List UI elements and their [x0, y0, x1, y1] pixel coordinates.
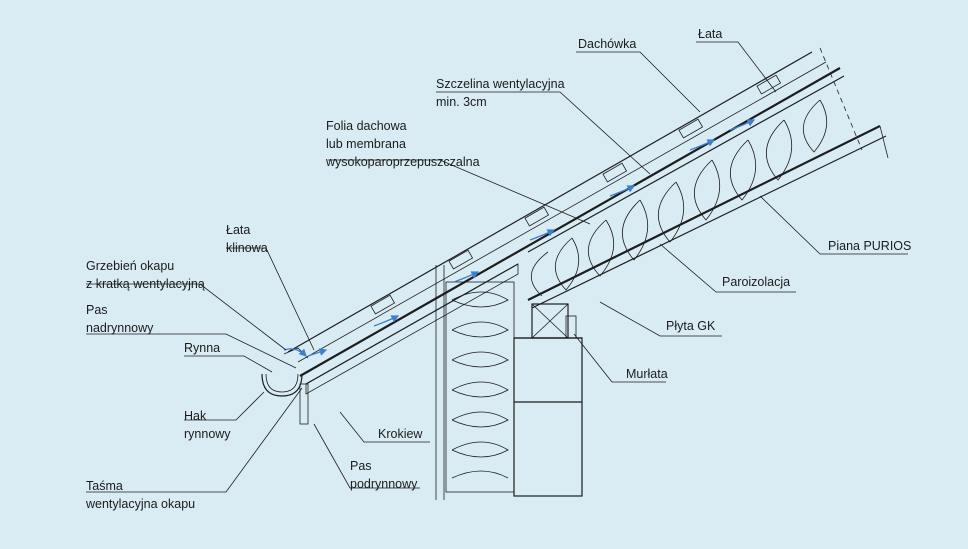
label-tasma-1: Taśma	[86, 479, 123, 493]
label-pas-nad-2: nadrynnowy	[86, 321, 154, 335]
label-hak-2: rynnowy	[184, 427, 231, 441]
leader-lines	[86, 41, 908, 493]
labels: Łata Dachówka Szczelina wentylacyjna min…	[85, 27, 911, 511]
label-folia-1: Folia dachowa	[326, 119, 407, 133]
label-murlata: Murłata	[626, 367, 668, 381]
roof-layers	[261, 47, 889, 425]
label-pas-pod-2: podrynnowy	[350, 477, 418, 491]
label-lata-klinowa-1: Łata	[226, 223, 250, 237]
label-rynna: Rynna	[184, 341, 220, 355]
label-hak-1: Hak	[184, 409, 207, 423]
label-paroizolacja: Paroizolacja	[722, 275, 790, 289]
label-lata-top: Łata	[698, 27, 722, 41]
label-lata-klinowa-2: klinowa	[226, 241, 268, 255]
label-grzebien-2: z kratką wentylacyjną	[86, 277, 205, 291]
label-grzebien-1: Grzebień okapu	[86, 259, 174, 273]
label-szczelina-1: Szczelina wentylacyjna	[436, 77, 565, 91]
label-szczelina-2: min. 3cm	[436, 95, 487, 109]
label-dachowka: Dachówka	[578, 37, 636, 51]
ventilation-arrows	[283, 119, 756, 357]
label-piana-purios: Piana PURIOS	[828, 239, 911, 253]
wall	[435, 265, 583, 500]
label-plyta-gk: Płyta GK	[666, 319, 716, 333]
label-folia-2: lub membrana	[326, 137, 406, 151]
label-tasma-2: wentylacyjna okapu	[85, 497, 195, 511]
label-pas-pod-1: Pas	[350, 459, 372, 473]
label-krokiew: Krokiew	[378, 427, 423, 441]
label-folia-3: wysokoparoprzepuszczalna	[325, 155, 480, 169]
label-pas-nad-1: Pas	[86, 303, 108, 317]
